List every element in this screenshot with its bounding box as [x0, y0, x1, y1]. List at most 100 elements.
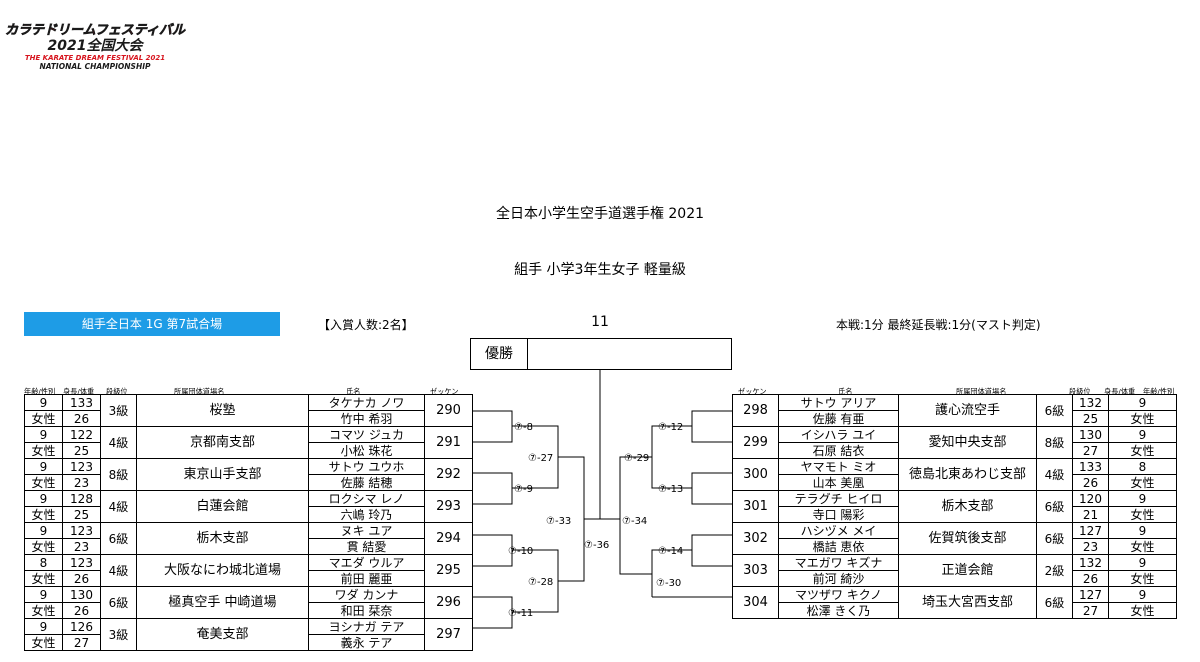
name-kana: サトウ アリア [778, 394, 899, 411]
name-kana: サトウ ユウホ [308, 458, 425, 475]
match-rule: 本戦:1分 最終延長戦:1分(マスト判定) [836, 318, 1041, 332]
height: 123 [62, 522, 101, 539]
name-kanji: 小松 珠花 [308, 442, 425, 459]
rank: 6級 [1036, 586, 1073, 619]
name-kana: テラグチ ヒイロ [778, 490, 899, 507]
bracket-number: 11 [591, 314, 609, 330]
sex: 女性 [24, 410, 63, 427]
zekken: 302 [732, 522, 779, 555]
col-height-weight: 身長/体重 [63, 387, 95, 396]
match-label-L4: ⑦-11 [508, 608, 533, 619]
event-logo: カラテドリームフェスティバル 2021全国大会 THE KARATE DREAM… [5, 23, 187, 71]
name-kanji: 六嶋 玲乃 [308, 506, 425, 523]
col-dojo-right: 所属団体道場名 [956, 387, 1007, 396]
zekken: 290 [424, 394, 473, 427]
rank: 8級 [100, 458, 137, 491]
prize-count: 【入賞人数:2名】 [318, 318, 414, 332]
venue-badge: 組手全日本 1G 第7試合場 [24, 312, 280, 336]
height: 132 [1072, 394, 1109, 411]
zekken: 299 [732, 426, 779, 459]
col-zekken-right: ゼッケン [738, 387, 767, 396]
col-rank: 段級位 [106, 387, 128, 396]
logo-line-3: THE KARATE DREAM FESTIVAL 2021 [25, 54, 165, 62]
weight: 25 [62, 506, 101, 523]
rank: 4級 [100, 426, 137, 459]
dojo: 極真空手 中崎道場 [136, 586, 309, 619]
col-dojo: 所属団体道場名 [174, 387, 225, 396]
weight: 26 [62, 570, 101, 587]
weight: 25 [62, 442, 101, 459]
sex: 女性 [24, 538, 63, 555]
name-kana: ヌキ ユア [308, 522, 425, 539]
dojo: 奄美支部 [136, 618, 309, 651]
dojo: 栃木支部 [136, 522, 309, 555]
sex: 女性 [24, 634, 63, 651]
logo-line-2: 2021全国大会 [48, 37, 145, 54]
zekken: 303 [732, 554, 779, 587]
sex: 女性 [1108, 442, 1177, 459]
zekken: 297 [424, 618, 473, 651]
col-name: 氏名 [346, 387, 361, 396]
rank: 3級 [100, 618, 137, 651]
winner-label: 優勝 [471, 339, 528, 369]
match-labels: ⑦-8 ⑦-9 ⑦-10 ⑦-11 ⑦-27 ⑦-28 ⑦-33 ⑦-12 ⑦-… [508, 422, 683, 619]
name-kana: マエガワ キズナ [778, 554, 899, 571]
match-label-L2: ⑦-9 [514, 484, 533, 495]
dojo: 京都南支部 [136, 426, 309, 459]
weight: 27 [1072, 602, 1109, 619]
match-label-R3: ⑦-14 [658, 546, 683, 557]
rank: 8級 [1036, 426, 1073, 459]
weight: 26 [62, 410, 101, 427]
col-name-right: 氏名 [838, 387, 853, 396]
sex: 女性 [24, 474, 63, 491]
match-label-R5: ⑦-29 [624, 453, 649, 464]
zekken: 304 [732, 586, 779, 619]
dojo: 東京山手支部 [136, 458, 309, 491]
name-kanji: 貫 結愛 [308, 538, 425, 555]
bracket-lines [472, 370, 732, 629]
name-kanji: 山本 美凰 [778, 474, 899, 491]
name-kanji: 佐藤 有亜 [778, 410, 899, 427]
dojo: 埼玉大宮西支部 [898, 586, 1037, 619]
winner-box: 優勝 [470, 338, 732, 370]
page-subtitle: 組手 小学3年生女子 軽量級 [514, 262, 686, 278]
weight: 27 [62, 634, 101, 651]
match-label-L3: ⑦-10 [508, 546, 533, 557]
match-label-L1: ⑦-8 [514, 422, 533, 433]
name-kanji: 佐藤 結穂 [308, 474, 425, 491]
rank: 3級 [100, 394, 137, 427]
zekken: 295 [424, 554, 473, 587]
zekken: 300 [732, 458, 779, 491]
match-label-R6: ⑦-34 [622, 516, 647, 527]
dojo: 徳島北東あわじ支部 [898, 458, 1037, 491]
match-label-final: ⑦-36 [584, 540, 609, 551]
col-height-weight-right: 身長/体重 [1104, 387, 1136, 396]
sex: 女性 [1108, 410, 1177, 427]
name-kana: ロクシマ レノ [308, 490, 425, 507]
col-age-sex-right: 年齢/性別 [1143, 387, 1175, 396]
logo-line-1: カラテドリームフェスティバル [5, 23, 186, 38]
sex: 女性 [1108, 602, 1177, 619]
match-label-L6: ⑦-28 [528, 577, 553, 588]
height: 130 [62, 586, 101, 603]
col-zekken: ゼッケン [430, 387, 459, 396]
height: 128 [62, 490, 101, 507]
